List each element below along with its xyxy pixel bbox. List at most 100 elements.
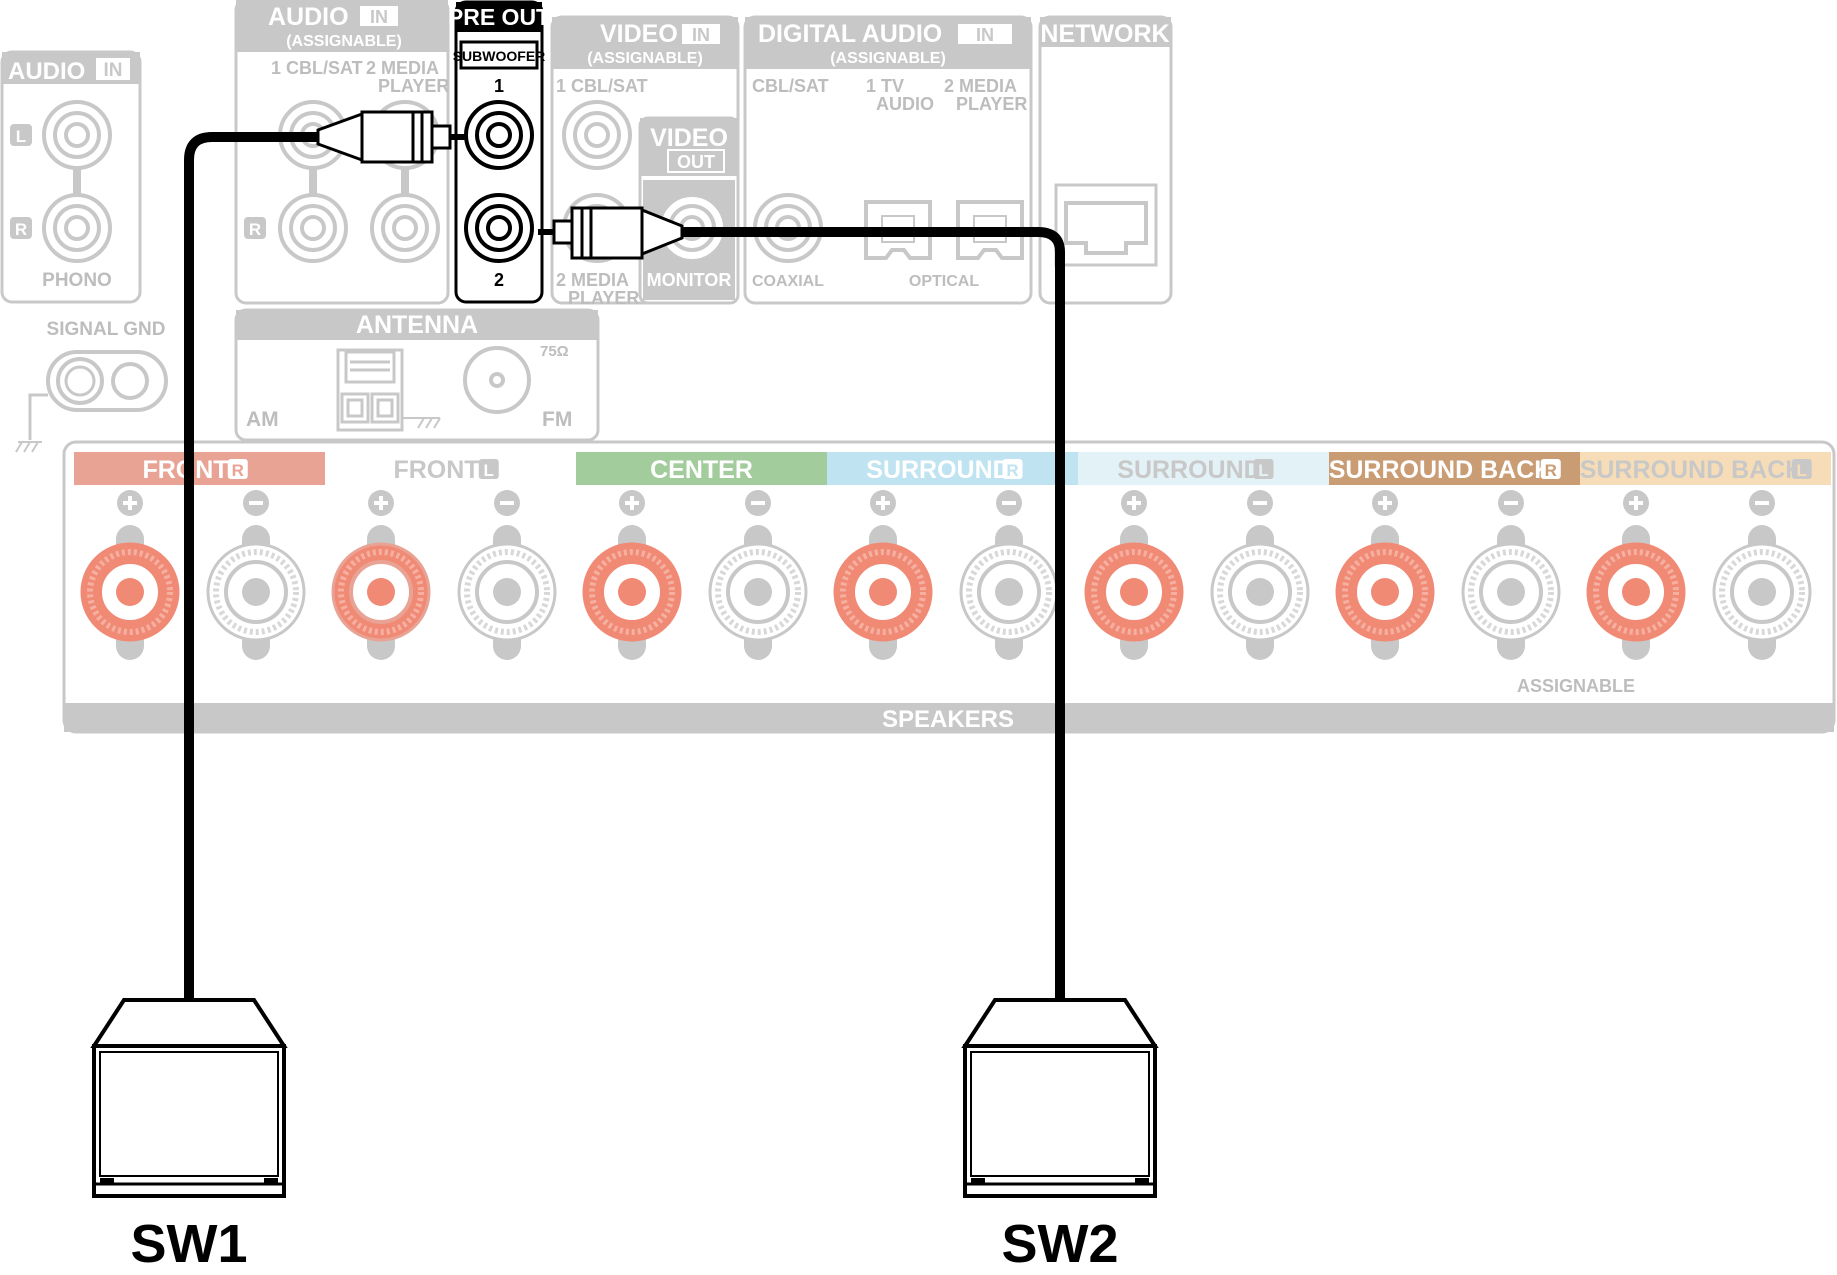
audio-in-phono-panel: AUDIO IN L R PHONO — [0, 50, 142, 304]
audio-in-assignable-sub: (ASSIGNABLE) — [286, 33, 402, 50]
speaker-channel-2: CENTER — [576, 452, 827, 660]
antenna-title: ANTENNA — [356, 311, 478, 339]
sw1-label: SW1 — [130, 1214, 247, 1274]
video-in-col2b: PLAYER — [568, 288, 639, 308]
negative-speaker-terminal[interactable] — [457, 490, 557, 660]
negative-speaker-terminal[interactable] — [708, 490, 808, 660]
audio-in-r-badge: R — [249, 220, 261, 239]
pre-out-port2-label: 2 — [494, 270, 504, 290]
digital-tv-label-a: 1 TV — [866, 76, 904, 96]
channel-header-bg — [74, 452, 325, 485]
antenna-panel: ANTENNA AM FM 75Ω — [234, 308, 600, 442]
positive-speaker-terminal[interactable] — [331, 490, 431, 660]
ohm-label: 75Ω — [540, 343, 569, 360]
video-out-panel: VIDEO OUT MONITOR — [638, 116, 740, 305]
phono-r-jack — [42, 193, 112, 263]
optical-label: OPTICAL — [909, 273, 979, 290]
channel-header-bg — [827, 452, 1078, 485]
digital-audio-title: DIGITAL AUDIO — [758, 20, 942, 48]
positive-speaker-terminal[interactable] — [80, 490, 180, 660]
positive-speaker-terminal[interactable] — [1084, 490, 1184, 660]
subwoofer-label: SUBWOOFER — [453, 48, 546, 64]
positive-speaker-terminal[interactable] — [833, 490, 933, 660]
video-in-col1: 1 CBL/SAT — [556, 76, 648, 96]
signal-gnd-label: SIGNAL GND — [47, 319, 166, 340]
video-out-title: VIDEO — [650, 124, 728, 152]
fm-antenna-jack — [463, 346, 531, 414]
negative-speaker-terminal[interactable] — [959, 490, 1059, 660]
pre-out-port1-label: 1 — [494, 76, 504, 96]
channel-label: CENTER — [650, 456, 753, 484]
channel-label: FRONT — [393, 456, 479, 484]
ground-icon — [15, 441, 42, 453]
audio-in-assignable-badge: IN — [370, 7, 388, 27]
channel-side-letter: L — [1258, 461, 1268, 480]
audio-in-col2b: PLAYER — [378, 76, 449, 96]
phono-caption: PHONO — [42, 270, 112, 291]
video-in-sub: (ASSIGNABLE) — [587, 50, 703, 67]
pre-out-panel: PRE OUT SUBWOOFER 1 2 — [448, 0, 550, 304]
subwoofer-out-2-jack[interactable] — [464, 193, 534, 263]
sw2-rca-plug — [570, 206, 644, 260]
digital-mp-label-a: 2 MEDIA — [944, 76, 1017, 96]
digital-mp-label-b: PLAYER — [956, 94, 1027, 114]
am-label: AM — [246, 408, 279, 431]
network-panel: NETWORK — [1038, 15, 1173, 305]
audio-in-assignable-title: AUDIO — [268, 3, 349, 31]
monitor-label: MONITOR — [647, 270, 732, 290]
positive-speaker-terminal[interactable] — [1335, 490, 1435, 660]
cbl-sat-audio-r-jack — [278, 193, 348, 263]
phono-r-badge: R — [15, 220, 27, 239]
assignable-label: ASSIGNABLE — [1517, 676, 1635, 696]
fm-label: FM — [542, 408, 572, 431]
phono-l-jack — [42, 100, 112, 170]
sw1-rca-plug — [360, 110, 434, 164]
channel-header-bg — [576, 452, 827, 485]
digital-tv-label-b: AUDIO — [876, 94, 934, 114]
audio-in-col1: 1 CBL/SAT — [271, 58, 363, 78]
positive-speaker-terminal[interactable] — [1586, 490, 1686, 660]
audio-in-badge: IN — [104, 60, 123, 81]
channel-side-badge — [1540, 459, 1561, 479]
subwoofer-2: SW2 — [961, 998, 1159, 1274]
positive-speaker-terminal[interactable] — [582, 490, 682, 660]
channel-side-letter: R — [1545, 461, 1557, 480]
subwoofer-cables — [184, 110, 1065, 1000]
digital-audio-badge: IN — [976, 25, 994, 45]
video-in-title: VIDEO — [600, 20, 678, 48]
negative-speaker-terminal[interactable] — [1461, 490, 1561, 660]
channel-label: SURROUND — [1117, 456, 1261, 484]
channel-side-badge — [227, 459, 248, 479]
sw1-cable — [184, 132, 318, 1000]
channel-side-letter: L — [1797, 461, 1807, 480]
channel-side-badge — [1002, 459, 1023, 479]
negative-speaker-terminal[interactable] — [1712, 490, 1812, 660]
digital-cbl-label: CBL/SAT — [752, 76, 829, 96]
speakers-footer-label: SPEAKERS — [882, 706, 1014, 733]
channel-side-letter: L — [484, 461, 494, 480]
coaxial-label: COAXIAL — [752, 273, 824, 290]
channel-side-badge — [1253, 459, 1274, 479]
digital-audio-panel: DIGITAL AUDIO IN (ASSIGNABLE) CBL/SAT 1 … — [743, 15, 1033, 305]
sw2-cable — [638, 227, 1065, 1000]
channel-label: SURROUND BACK — [1580, 456, 1804, 484]
channel-header-bg — [1329, 452, 1580, 485]
am-antenna-terminal — [336, 348, 441, 432]
negative-speaker-terminal[interactable] — [206, 490, 306, 660]
channel-label: SURROUND BACK — [1329, 456, 1553, 484]
digital-audio-sub: (ASSIGNABLE) — [830, 50, 946, 67]
negative-speaker-terminal[interactable] — [1210, 490, 1310, 660]
audio-in-title: AUDIO — [8, 58, 85, 85]
subwoofer-out-1-jack[interactable] — [464, 100, 534, 170]
media-player-audio-r-jack — [370, 193, 440, 263]
channel-side-badge — [478, 459, 499, 479]
subwoofer-1: SW1 — [90, 998, 288, 1274]
channel-header-bg — [1078, 452, 1329, 485]
channel-header-bg — [325, 452, 576, 485]
